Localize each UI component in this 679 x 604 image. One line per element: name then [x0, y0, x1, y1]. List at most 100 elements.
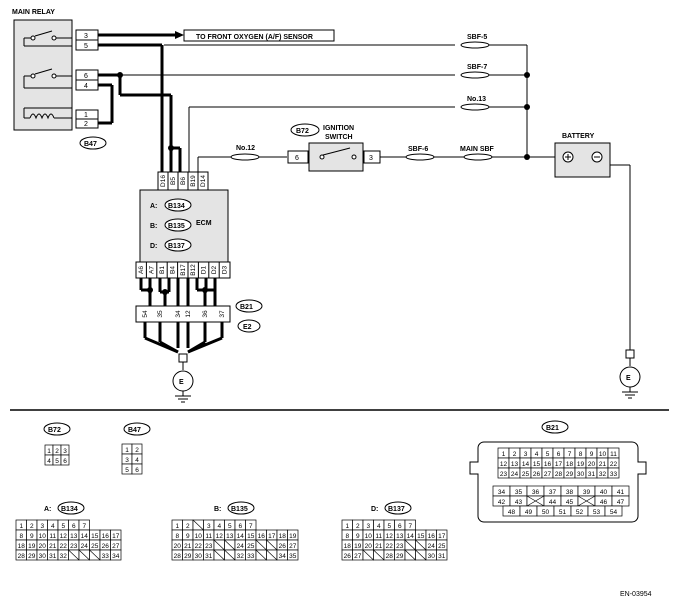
- blank-cell-mark: [415, 539, 427, 551]
- connector-pin-number: 43: [515, 499, 523, 506]
- relay-pin: 2: [84, 121, 88, 128]
- blank-cell-mark: [213, 539, 225, 551]
- e2-pin-label: 36: [202, 310, 209, 318]
- connector-pin-number: 50: [542, 509, 550, 516]
- switch-label: SWITCH: [325, 134, 353, 141]
- ecm-pin-label: D16: [160, 175, 167, 187]
- connector-pin-number: 32: [237, 553, 245, 560]
- connector-pin-number: 4: [47, 458, 51, 465]
- sbf5-label: SBF-5: [467, 34, 487, 41]
- ecm-d-connector: B137: [168, 243, 185, 250]
- connector-pin-number: 23: [396, 543, 404, 550]
- connector-pin-number: 16: [544, 461, 552, 468]
- connector-pin-number: 27: [354, 553, 362, 560]
- wiring: [98, 31, 631, 350]
- connector-pin-number: 25: [438, 543, 446, 550]
- connector-pin-number: 10: [599, 451, 607, 458]
- connector-pin-number: 9: [30, 533, 34, 540]
- connector-pin-number: 38: [566, 489, 574, 496]
- connector-pin-number: 19: [28, 543, 36, 550]
- connector-pin-number: 6: [238, 523, 242, 530]
- connector-pin-number: 30: [39, 553, 47, 560]
- connector-pin-number: 31: [205, 553, 213, 560]
- connector-pin-number: 19: [577, 461, 585, 468]
- connector-pin-number: 15: [417, 533, 425, 540]
- connector-pin-number: 34: [112, 553, 120, 560]
- connector-pin-number: 18: [18, 543, 26, 550]
- sbf7-label: SBF-7: [467, 64, 487, 71]
- connector-pin-number: 6: [63, 458, 67, 465]
- blank-cell-mark: [577, 495, 596, 507]
- blank-cell-mark: [78, 549, 90, 561]
- connector-pin-number: 2: [356, 523, 360, 530]
- connector-pin-number: 14: [81, 533, 89, 540]
- ecm-pin-label: B1: [159, 266, 166, 274]
- connector-pin-number: 9: [590, 451, 594, 458]
- ecm-b-prefix: B:: [150, 223, 157, 230]
- connector-pin-number: 4: [135, 457, 139, 464]
- blank-cell-mark: [526, 495, 545, 507]
- ecm-pin-label: A6: [138, 266, 145, 274]
- relay-pin: 4: [84, 83, 88, 90]
- connector-pin-number: 4: [51, 523, 55, 530]
- connector-pin-number: 29: [566, 471, 574, 478]
- to-oxygen-label: TO FRONT OXYGEN (A/F) SENSOR: [196, 34, 313, 41]
- ground-bundle: [135, 278, 231, 363]
- connector-pin-number: 29: [396, 553, 404, 560]
- ecm-pin-label: D3: [221, 265, 228, 274]
- connector-pin-number: 41: [617, 489, 625, 496]
- b47-view-tag: B47: [128, 427, 141, 434]
- blank-cell-mark: [373, 549, 385, 561]
- connector-pin-number: 4: [535, 451, 539, 458]
- connector-pin-number: 2: [55, 448, 59, 455]
- ecm-pin-label: B6: [180, 177, 187, 185]
- blank-cell-mark: [68, 549, 80, 561]
- b21-view-tag: B21: [546, 425, 559, 432]
- connector-pin-number: 33: [247, 553, 255, 560]
- ecm-pin-label: B5: [170, 177, 177, 185]
- connector-pin-number: 3: [366, 523, 370, 530]
- connector-pin-number: 12: [500, 461, 508, 468]
- connector-pin-number: 25: [91, 543, 99, 550]
- connector-pin-number: 18: [344, 543, 352, 550]
- connector-pin-number: 16: [428, 533, 436, 540]
- sbf6-label: SBF-6: [408, 146, 428, 153]
- connector-pin-number: 7: [82, 523, 86, 530]
- connector-pin-number: 6: [135, 467, 139, 474]
- connector-pin-number: 27: [544, 471, 552, 478]
- connector-pin-number: 24: [81, 543, 89, 550]
- ecm-pin-label: B4: [169, 266, 176, 274]
- connector-pin-number: 23: [205, 543, 213, 550]
- blank-cell-mark: [266, 549, 278, 561]
- connector-pin-number: 51: [559, 509, 567, 516]
- connector-pin-number: 47: [617, 499, 625, 506]
- connector-pin-number: 20: [588, 461, 596, 468]
- blank-cell-mark: [192, 519, 204, 531]
- connector-pin-number: 8: [579, 451, 583, 458]
- b135-prefix: B:: [214, 506, 221, 513]
- b72-view-tag: B72: [48, 427, 61, 434]
- connector-pin-number: 15: [533, 461, 541, 468]
- ecm-label: ECM: [196, 220, 212, 227]
- ign-pin: 3: [369, 155, 373, 162]
- connector-pin-number: 8: [175, 533, 179, 540]
- connector-pin-number: 6: [557, 451, 561, 458]
- connector-pin-number: 21: [184, 543, 192, 550]
- connector-pin-number: 3: [63, 448, 67, 455]
- e2-pin-label: 54: [142, 310, 149, 318]
- blank-cell-mark: [404, 549, 416, 561]
- connector-pin-number: 11: [610, 451, 617, 458]
- connector-cell: [131, 463, 143, 475]
- connector-pin-number: 2: [513, 451, 517, 458]
- connector-pin-number: 10: [195, 533, 203, 540]
- connector-pin-number: 8: [345, 533, 349, 540]
- ignition-switch: B72 IGNITION SWITCH 6 3: [287, 123, 381, 172]
- e2-pin-label: 12: [185, 310, 192, 318]
- ign-pin: 6: [295, 155, 299, 162]
- ecm-pin-label: B12: [190, 264, 197, 276]
- connector-pin-number: 10: [365, 533, 373, 540]
